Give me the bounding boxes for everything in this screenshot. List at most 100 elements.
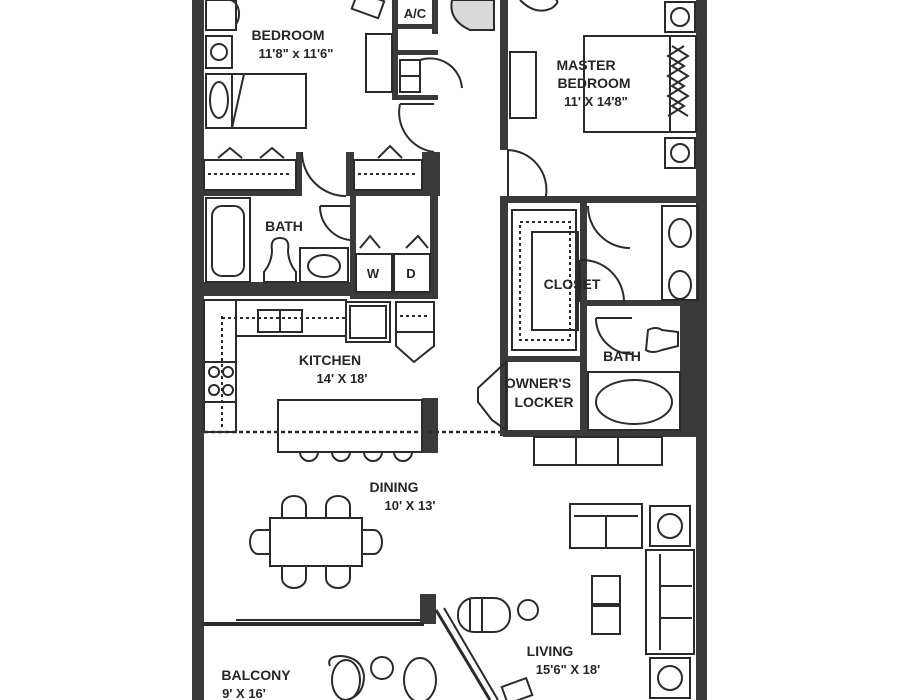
balcony-angled-wall xyxy=(434,609,492,700)
wall-bath2-north xyxy=(580,300,700,306)
kitchen-dims: 14' X 18' xyxy=(317,371,368,386)
master-vanity xyxy=(661,205,699,301)
lounge-chair xyxy=(457,597,511,633)
bedroom-nightstand-top xyxy=(205,0,237,31)
dining-table xyxy=(269,517,363,567)
ottoman-bottom xyxy=(591,605,621,635)
kitchen-fridge xyxy=(345,301,391,343)
bath1-vanity xyxy=(299,247,349,283)
wall-ac-east xyxy=(432,0,438,34)
washer-label: W xyxy=(367,266,380,281)
dryer xyxy=(393,253,431,293)
island-post xyxy=(422,398,438,453)
wall-closet-east xyxy=(580,196,587,436)
owners-locker-name-2: LOCKER xyxy=(514,394,573,410)
wall-closet-west xyxy=(500,196,508,436)
room-labels: BEDROOM 11'8" x 11'6" A/C MASTER BEDROOM… xyxy=(221,6,641,700)
bedroom-pillow xyxy=(209,81,229,119)
master-bedroom-name-1: MASTER xyxy=(556,57,615,73)
balcony-dims: 9' X 16' xyxy=(222,686,266,700)
master-nightstand-bottom xyxy=(664,137,696,169)
bath-inner-door-swing xyxy=(318,205,351,241)
closet-door-swing xyxy=(579,258,626,303)
washer xyxy=(355,253,393,293)
bath2-door-swing xyxy=(595,317,633,355)
wall-ac-south xyxy=(392,24,438,29)
kitchen-pantry xyxy=(395,301,435,333)
ac-door xyxy=(450,0,495,31)
linework xyxy=(203,0,699,700)
bath2-name: BATH xyxy=(603,348,641,364)
wall-master-south xyxy=(500,196,700,203)
end-table-top xyxy=(649,505,691,547)
bath1-sink xyxy=(307,254,341,278)
master-bed xyxy=(583,35,697,133)
bedroom-chair xyxy=(350,0,386,20)
owners-locker-name-1: OWNER'S xyxy=(505,375,571,391)
bedroom-lamp-icon xyxy=(210,43,228,61)
wall-master-west xyxy=(500,0,508,150)
bedroom-name: BEDROOM xyxy=(251,27,324,43)
balcony-chair-right xyxy=(403,657,437,700)
master-headboard xyxy=(670,45,690,117)
wall-laundry-south xyxy=(350,292,438,299)
outer-wall-east xyxy=(696,0,707,700)
closet-name: CLOSET xyxy=(544,276,601,292)
wall-closet-south xyxy=(503,356,583,362)
living-chair xyxy=(500,676,534,700)
bath2-toilet xyxy=(644,327,679,353)
kitchen-counter-west xyxy=(203,299,237,433)
wall-laundry-east xyxy=(430,196,438,296)
dining-name: DINING xyxy=(370,479,419,495)
kitchen-island xyxy=(277,399,423,453)
master-chair xyxy=(519,0,559,12)
wall-bath-east xyxy=(350,196,356,292)
pantry-door xyxy=(395,332,435,364)
dining-dims: 10' X 13' xyxy=(385,498,436,513)
balcony-chair-left xyxy=(328,654,366,700)
kitchen-cooktop xyxy=(203,361,237,403)
owners-locker-door xyxy=(477,359,507,432)
end-table-bottom xyxy=(649,657,691,699)
dryer-label: D xyxy=(406,266,415,281)
linen-door-swing xyxy=(419,57,463,89)
master-bedroom-name-2: BEDROOM xyxy=(557,75,630,91)
sofa xyxy=(645,549,695,655)
bedroom-dims: 11'8" x 11'6" xyxy=(259,46,334,61)
bedroom-closet-2 xyxy=(353,159,423,191)
bedroom-bed xyxy=(205,73,307,129)
bedroom-dresser xyxy=(365,33,393,93)
bath1-tub xyxy=(205,197,251,283)
kitchen-name: KITCHEN xyxy=(299,352,361,368)
bath2-tub xyxy=(587,371,681,431)
wall-bath-south xyxy=(204,282,354,296)
wall-hall-pillar xyxy=(422,152,440,196)
buffet-cabinet xyxy=(533,436,663,466)
wall-bedroom-south-east xyxy=(354,190,440,196)
living-dims: 15'6" X 18' xyxy=(536,662,600,677)
master-bedroom-dims: 11' X 14'8" xyxy=(564,94,628,109)
balcony-table xyxy=(370,656,394,680)
bath1-toilet xyxy=(263,236,297,283)
bath-door-swing xyxy=(301,151,347,197)
bedroom-nightstand xyxy=(205,35,233,69)
wall-linen-north xyxy=(392,50,438,55)
master-door-swing xyxy=(507,149,548,197)
master-dresser xyxy=(509,51,537,119)
interior-walls xyxy=(204,0,700,624)
balcony-name: BALCONY xyxy=(221,667,291,683)
wall-linen-south xyxy=(392,95,438,100)
ac-label: A/C xyxy=(404,6,427,21)
wall-bedroom-south-west xyxy=(204,190,299,196)
ottoman-top xyxy=(591,575,621,605)
wall-bedroom-closet-post xyxy=(296,152,302,196)
living-name: LIVING xyxy=(527,643,574,659)
bedroom-door-swing xyxy=(398,103,435,153)
wall-bath2-east xyxy=(680,306,700,436)
side-table xyxy=(517,599,539,621)
wall-suite-south xyxy=(503,430,698,437)
outer-wall-west xyxy=(192,0,204,700)
wall-closet-divider xyxy=(346,152,354,196)
